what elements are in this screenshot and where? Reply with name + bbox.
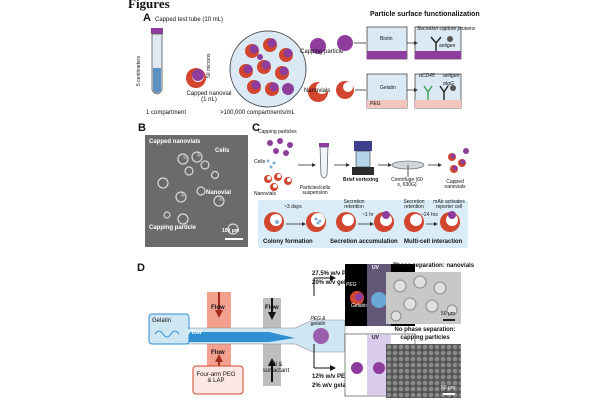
micrograph-particles xyxy=(157,151,239,235)
capping-particles-label-c: Capping particles xyxy=(258,129,297,135)
scale-bar-d1 xyxy=(443,319,455,321)
applications-illustration xyxy=(264,211,460,232)
compartments-label: >100,000 compartments/mL xyxy=(220,110,295,116)
acd45-label: αCD45 xyxy=(419,73,435,79)
functionalization-nanovial-row xyxy=(336,73,462,109)
no-phase-label-b: capping particles xyxy=(400,335,450,341)
capping-micrograph-texture xyxy=(386,344,461,398)
flow-label-2: Flow xyxy=(211,350,225,356)
micrograph-nanovials xyxy=(386,272,461,324)
one-compartment-label: 1 compartment xyxy=(146,110,187,116)
micrograph-capping-particles xyxy=(386,344,461,398)
scale-bar-d2 xyxy=(443,393,455,395)
suspension-label: Particles/cells suspension xyxy=(299,185,331,197)
uv-label-1: UV xyxy=(372,265,379,271)
functionalization-capping-row xyxy=(337,26,462,60)
gelatin-label: Gelatin xyxy=(380,85,396,91)
gelatin-small: Gelatin xyxy=(351,303,367,309)
flow-label-3: Flow xyxy=(188,330,202,336)
test-tube-illustration xyxy=(151,28,163,95)
uv-label-2: UV xyxy=(372,335,379,341)
secretion-top: Secretion retention xyxy=(343,199,365,211)
multicell-top2: mAb activates reporter cell xyxy=(433,199,465,211)
cond2b: 2% w/v gelatin xyxy=(312,383,354,389)
flow-label-4: Flow xyxy=(265,305,279,311)
multicell-time: ~24 hrs xyxy=(421,212,438,218)
cond1a: 27.5% w/v PEG xyxy=(312,271,355,277)
vortexing-label: Brief vortexing xyxy=(343,177,379,183)
colony-time: ~3 days xyxy=(284,204,302,210)
secretion-capture-label: Secretion capture proteins xyxy=(417,26,476,32)
cond1b: 20% w/v gelatin xyxy=(312,280,357,286)
capping-particle-label-a: Capping particle xyxy=(300,49,344,55)
colony-title: Colony formation xyxy=(263,239,313,245)
nanovial-label-b: Nanovial xyxy=(206,190,232,196)
particle-nanovial-icons xyxy=(308,38,328,102)
panel-b-letter: B xyxy=(138,122,146,134)
functionalization-title: Particle surface functionalization xyxy=(370,11,480,18)
flow-label-1: Flow xyxy=(211,305,225,311)
panel-d-letter: D xyxy=(137,262,145,274)
biotin-label: Biotin xyxy=(380,36,393,42)
cells-label-c: Cells xyxy=(254,159,266,165)
condition-arrows xyxy=(313,275,336,371)
scale-bar-b xyxy=(225,238,243,240)
cells-label-b: Cells xyxy=(215,148,230,154)
figures-heading: Figures xyxy=(128,0,170,11)
nanovial-micrograph-particles xyxy=(390,275,458,322)
oil-label: Oil & surfactant xyxy=(262,362,290,375)
cond2a: 12% w/v PEG xyxy=(312,374,350,380)
panel-c-letter: C xyxy=(252,122,260,134)
panel-a-letter: A xyxy=(143,12,151,24)
compartment-grid xyxy=(239,38,294,96)
peg-gelatin-label: PEG & gelatin xyxy=(310,316,326,328)
capping-particle-label-b: Capping particle xyxy=(149,225,197,231)
nanovials-label-a: Nanovials xyxy=(304,88,331,94)
tube-label: Capped test tube (10 mL) xyxy=(155,17,224,23)
secretion-title: Secretion accumulation xyxy=(330,239,398,245)
scale-um-label: 50 microns xyxy=(206,53,212,78)
workflow-illustration xyxy=(264,138,469,191)
scale-label-d1: 50 μm xyxy=(441,311,455,317)
aigg-label: αIgG xyxy=(443,81,454,87)
nanovial-label: Capped nanovial (1 nL) xyxy=(186,91,232,104)
antigen-label: antigen xyxy=(439,43,456,49)
scale-cm-label: 5 centimeters xyxy=(136,55,142,86)
scale-label-d2: 50 μm xyxy=(441,385,455,391)
capped-nanovial-illustration xyxy=(186,68,206,88)
centrifuge-label: Centrifuge (60 s, 630G) xyxy=(391,177,423,189)
gelatin-label-d: Gelatin xyxy=(152,318,172,324)
panel-b-micrograph xyxy=(145,135,248,247)
no-phase-label-a: No phase separation: xyxy=(394,327,456,333)
antigen2-label: antigen xyxy=(443,73,460,79)
secretion-time: ~1 hr xyxy=(362,212,374,218)
peg-lap-label: Four-arm PEG & LAP xyxy=(196,372,236,385)
capped-nanovials-label-b: Capped nanovials xyxy=(149,139,201,145)
scale-label-b: 100 μm xyxy=(222,228,240,234)
peg-small: PEG xyxy=(346,282,357,288)
multicell-top: Secretion retention xyxy=(403,199,425,211)
nanovials-label-c: Nanovials xyxy=(254,191,276,197)
microfluidic-device xyxy=(148,292,346,395)
compartments-circle xyxy=(229,30,307,108)
phase-sep-label: Phase separation: nanovials xyxy=(393,263,475,269)
multicell-title: Multi-cell interaction xyxy=(404,239,463,245)
peg-label-a: PEG xyxy=(370,101,381,107)
capped-nanovials-label-c: Capped nanovials xyxy=(444,179,466,191)
